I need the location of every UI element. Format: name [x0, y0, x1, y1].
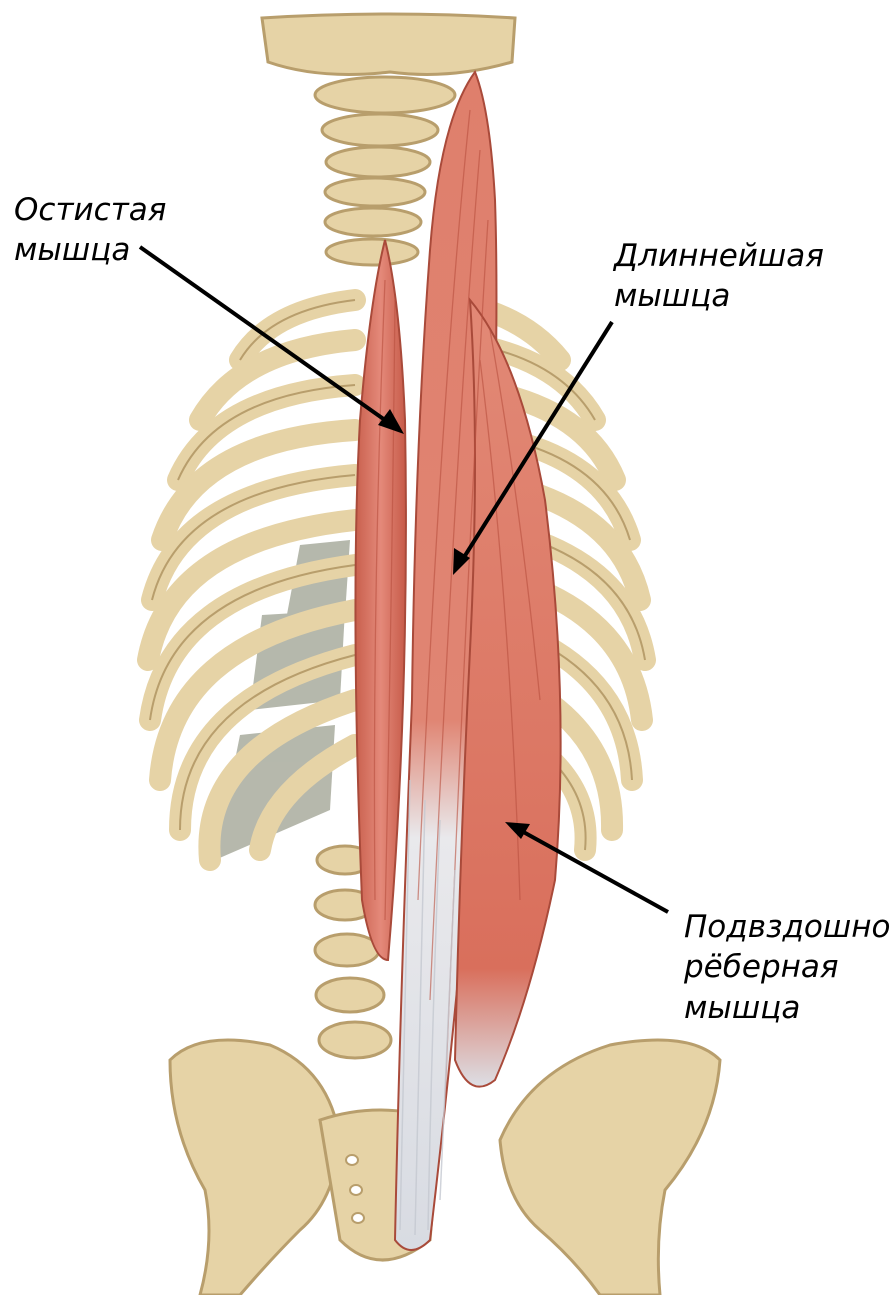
label-longissimus: Длиннейшая мышца	[614, 236, 824, 317]
label-spinalis: Остистая мышца	[14, 190, 166, 271]
label-spinalis-line2: мышца	[14, 230, 166, 270]
label-longissimus-line1: Длиннейшая	[614, 236, 824, 276]
pelvis-right	[500, 1040, 720, 1295]
label-longissimus-line2: мышца	[614, 276, 824, 316]
label-spinalis-line1: Остистая	[14, 190, 166, 230]
label-iliocostalis-line3: мышца	[684, 988, 890, 1028]
spinalis-muscle	[355, 240, 405, 960]
skull-base	[262, 14, 515, 74]
label-iliocostalis: Подвздошно- рёберная мышца	[684, 907, 890, 1028]
label-iliocostalis-line1: Подвздошно-	[684, 907, 890, 947]
label-iliocostalis-line2: рёберная	[684, 947, 890, 987]
pelvis-left	[170, 1040, 340, 1295]
